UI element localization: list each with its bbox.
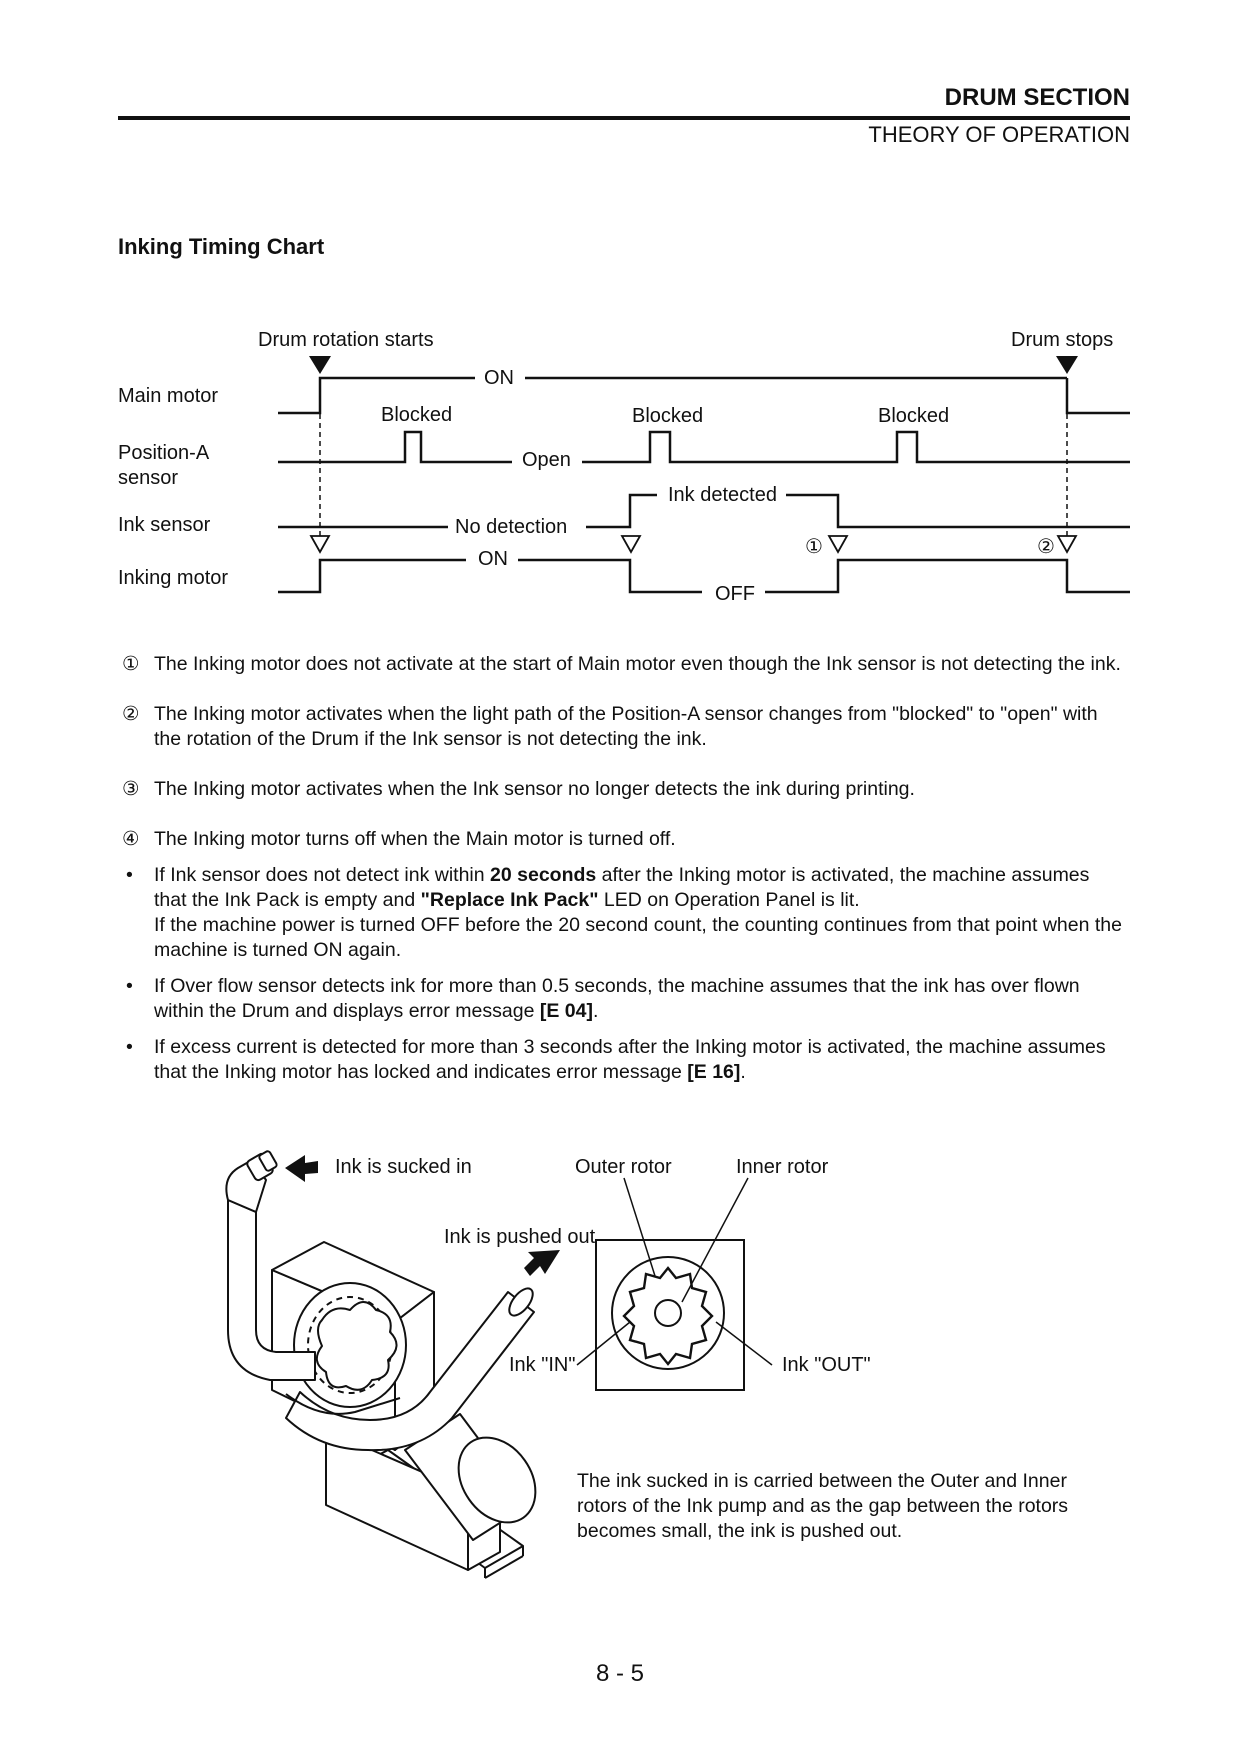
row-label-ink-sensor: Ink sensor [118, 514, 211, 536]
state-blocked-3: Blocked [878, 405, 949, 427]
state-blocked-2: Blocked [632, 405, 703, 427]
state-inking-on: ON [478, 548, 508, 570]
position-a-waveform [278, 430, 512, 464]
header-rule [118, 116, 1130, 120]
row-label-position-a-sensor: sensor [118, 467, 178, 489]
rotor-cross-section [576, 1177, 773, 1391]
state-ink-detected: Ink detected [668, 484, 777, 506]
notes-list: ① The Inking motor does not activate at … [122, 652, 1122, 1096]
hollow-triangle-icon [1056, 535, 1078, 554]
label-outer-rotor: Outer rotor [575, 1156, 672, 1178]
drum-start-triangle-icon [309, 356, 331, 374]
state-no-detection: No detection [455, 516, 567, 538]
pump-caption: The ink sucked in is carried between the… [577, 1470, 1069, 1542]
bullet-ink-timeout: • If Ink sensor does not detect ink with… [126, 864, 1122, 961]
page-heading: Inking Timing Chart [118, 234, 325, 259]
note-2: ② The Inking motor activates when the li… [122, 703, 1098, 750]
row-label-main-motor: Main motor [118, 385, 218, 407]
bullet-overflow: • If Over flow sensor detects ink for mo… [126, 975, 1080, 1022]
marker-2: ② [1037, 536, 1055, 558]
ink-pump-diagram: Ink is sucked in Ink is pushed out Outer… [225, 1150, 871, 1579]
hollow-triangle-icon [827, 535, 849, 554]
drum-stop-triangle-icon [1056, 356, 1078, 374]
state-inking-off: OFF [715, 583, 755, 605]
label-inner-rotor: Inner rotor [736, 1156, 829, 1178]
note-3: ③ The Inking motor activates when the In… [122, 778, 915, 800]
ink-out-arrow-icon [524, 1250, 560, 1276]
event-stop-label: Drum stops [1011, 329, 1113, 351]
label-ink-out: Ink "OUT" [782, 1354, 871, 1376]
pump-illustration [225, 1150, 537, 1579]
main-motor-waveform [278, 376, 475, 415]
marker-1: ① [805, 536, 823, 558]
page-number: 8 - 5 [595, 1660, 645, 1687]
state-open: Open [522, 449, 571, 471]
subsection-title: THEORY OF OPERATION [868, 122, 1130, 147]
hollow-triangle-icon [620, 535, 642, 554]
ink-in-arrow-icon [285, 1155, 318, 1182]
label-ink-pushed-out: Ink is pushed out [444, 1226, 596, 1248]
row-label-position-a: Position-A [118, 442, 210, 464]
note-1: ① The Inking motor does not activate at … [122, 653, 1121, 675]
state-main-on: ON [484, 367, 514, 389]
inking-motor-waveform [278, 558, 466, 594]
row-label-inking-motor: Inking motor [118, 567, 228, 589]
timing-chart: Drum rotation starts Drum stops Main mot… [118, 329, 1130, 605]
section-title: DRUM SECTION [944, 84, 1130, 111]
note-4: ④ The Inking motor turns off when the Ma… [122, 828, 676, 850]
bullet-excess-current: • If excess current is detected for more… [126, 1036, 1106, 1083]
state-blocked-1: Blocked [381, 404, 452, 426]
event-start-label: Drum rotation starts [258, 329, 434, 351]
hollow-triangle-icon [309, 535, 331, 554]
label-ink-sucked-in: Ink is sucked in [335, 1156, 472, 1178]
label-ink-in: Ink "IN" [509, 1354, 575, 1376]
